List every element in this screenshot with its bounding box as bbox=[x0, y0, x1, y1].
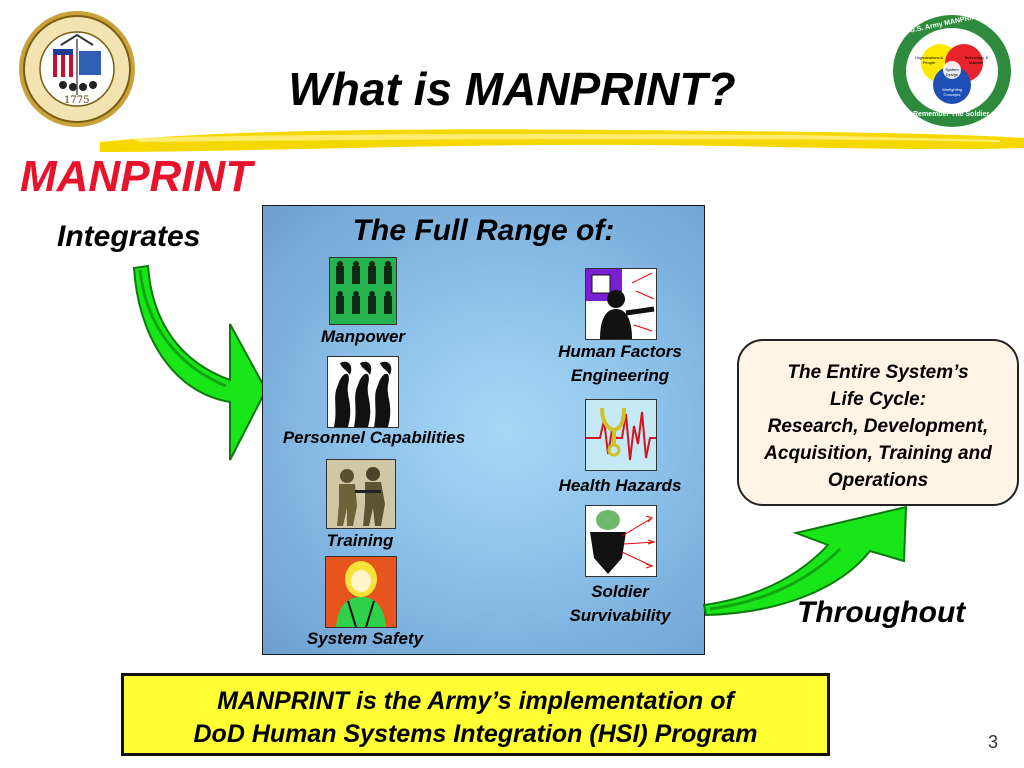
throughout-label: Throughout bbox=[797, 596, 966, 629]
title-brush-stroke bbox=[100, 129, 1024, 152]
hsi-line-2: DoD Human Systems Integration (HSI) Prog… bbox=[193, 720, 758, 748]
lifecycle-line-2: Life Cycle: bbox=[829, 389, 927, 410]
lifecycle-box: The Entire System’s Life Cycle: Research… bbox=[737, 339, 1019, 506]
system-safety-icon bbox=[325, 556, 397, 628]
throughout-arrow bbox=[702, 505, 908, 617]
human-factors-engineering-label: Human Factors Engineering bbox=[558, 342, 682, 385]
personnel-capabilities-label: Personnel Capabilities bbox=[282, 428, 466, 447]
lifecycle-line-5: Operations bbox=[827, 470, 929, 491]
logo-segment-warfighting: Warfighting Concepts bbox=[941, 87, 963, 97]
training-icon bbox=[326, 459, 396, 529]
personnel-capabilities-icon bbox=[327, 356, 399, 428]
manprint-program-logo: U.S. Army MANPRINT Program Remember The … bbox=[891, 6, 1013, 129]
system-safety-label: System Safety bbox=[306, 629, 424, 648]
hsi-line-1: MANPRINT is the Army’s implementation of bbox=[217, 687, 734, 715]
seal-year: 1775 bbox=[64, 95, 90, 106]
health-hazards-icon bbox=[585, 399, 657, 471]
manpower-label: Manpower bbox=[320, 327, 406, 346]
soldier-survivability-icon bbox=[585, 505, 657, 577]
integrates-label: Integrates bbox=[57, 220, 201, 253]
page-number: 3 bbox=[988, 732, 999, 752]
human-factors-engineering-icon bbox=[585, 268, 657, 340]
panel-title: The Full Range of: bbox=[352, 214, 615, 247]
logo-segment-technology: Technology & Materiel bbox=[963, 55, 988, 65]
soldier-survivability-label-1: Soldier Survivability bbox=[569, 582, 671, 625]
lifecycle-line-1: The Entire System’s bbox=[787, 362, 969, 383]
health-hazards-label: Health Hazards bbox=[558, 476, 682, 495]
integrates-arrow bbox=[132, 264, 268, 461]
logo-segment-organizations: Organizations & People bbox=[914, 55, 944, 65]
manprint-heading: MANPRINT bbox=[20, 152, 253, 201]
lifecycle-line-3: Research, Development, bbox=[767, 416, 989, 437]
lifecycle-line-4: Acquisition, Training and bbox=[764, 443, 992, 464]
domains-panel: The Full Range of: Manpower Personnel Ca… bbox=[262, 205, 705, 655]
manpower-icon bbox=[329, 257, 397, 325]
logo-center: System Design bbox=[945, 67, 959, 77]
army-seal: 1775 bbox=[17, 9, 137, 129]
slide-title: What is MANPRINT? bbox=[288, 63, 736, 115]
hsi-program-box: MANPRINT is the Army’s implementation of… bbox=[121, 673, 830, 756]
logo-ring-text-bottom: Remember The Soldier bbox=[913, 111, 990, 118]
training-label: Training bbox=[326, 531, 394, 550]
